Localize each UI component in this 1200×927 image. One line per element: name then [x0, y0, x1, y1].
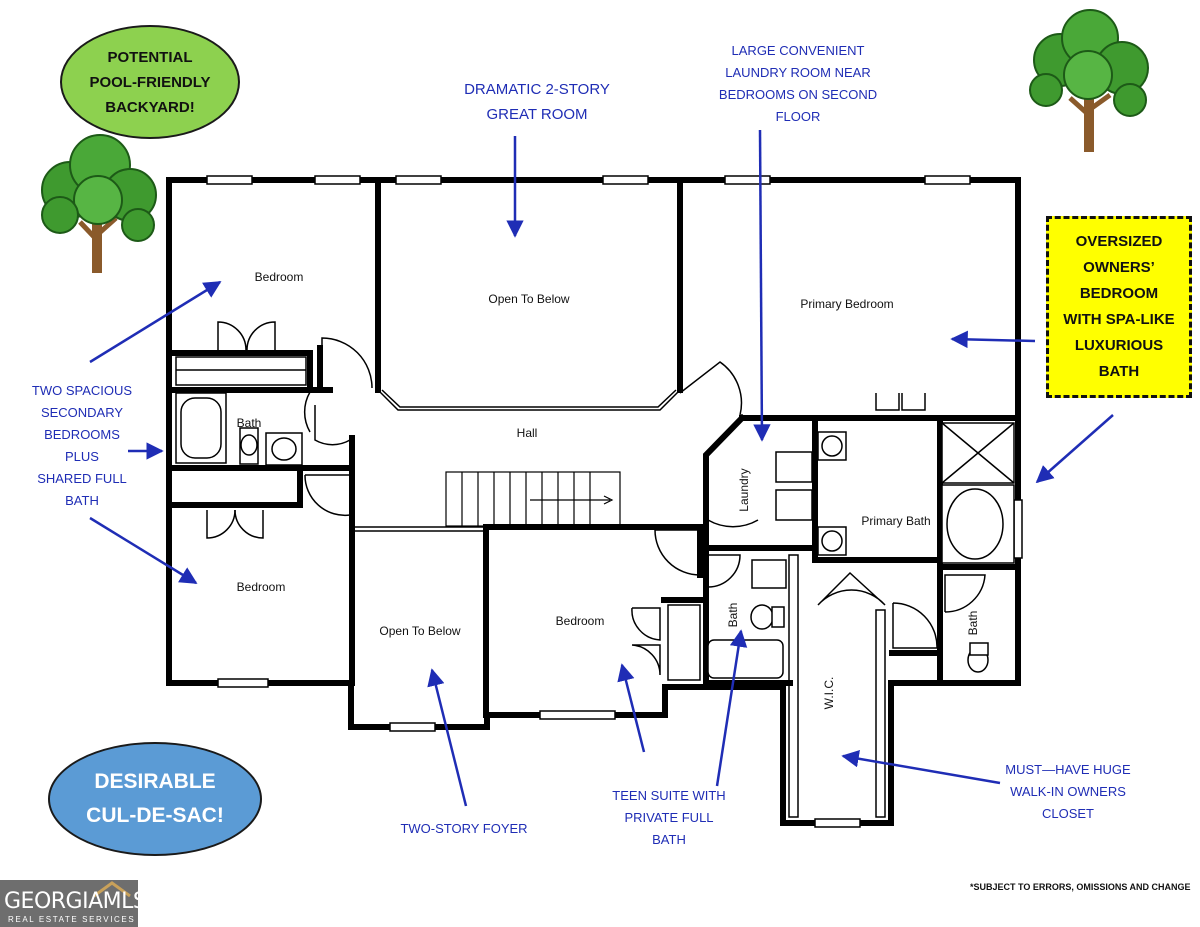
- callout-line: BEDROOMS: [44, 427, 120, 442]
- room-label-bath-primary-wc: Bath: [966, 611, 980, 636]
- owners-feature-line: BEDROOM: [1079, 285, 1159, 302]
- room-label-laundry: Laundry: [737, 468, 751, 511]
- room-label-primary-bedroom: Primary Bedroom: [800, 297, 893, 311]
- callout-secondary-bedrooms: TWO SPACIOUS SECONDARY BEDROOMS PLUS SHA…: [20, 380, 144, 512]
- pool-badge-line: POOL-FRIENDLY: [89, 73, 211, 91]
- callout-line: GREAT ROOM: [486, 106, 588, 123]
- room-label-bedroom-sw: Bedroom: [237, 580, 286, 594]
- roof-icon: [93, 881, 131, 897]
- arrow-owners-bath: [1035, 414, 1114, 484]
- arrow-teen-bath: [715, 629, 748, 787]
- railings: [175, 356, 886, 818]
- pool-badge-line: BACKYARD!: [105, 98, 195, 116]
- callout-line: TWO-STORY FOYER: [400, 821, 528, 836]
- culdesac-badge-line: DESIRABLE: [94, 770, 216, 793]
- logo-brand: GEORGIAMLS: [4, 889, 147, 914]
- callout-great-room: DRAMATIC 2-STORY GREAT ROOM: [437, 77, 637, 127]
- owners-feature-line: OVERSIZED: [1075, 233, 1163, 250]
- owners-feature-box: OVERSIZED OWNERS’ BEDROOM WITH SPA-LIKE …: [1046, 216, 1192, 398]
- owners-feature-line: OWNERS’: [1083, 259, 1155, 276]
- culdesac-badge-line: CUL-DE-SAC!: [86, 804, 224, 827]
- pool-badge-line: POTENTIAL: [107, 48, 193, 66]
- callout-line: SHARED FULL: [37, 471, 127, 486]
- arrow-closet: [841, 750, 1001, 785]
- culdesac-badge: DESIRABLE CUL-DE-SAC!: [48, 742, 262, 856]
- disclaimer: *SUBJECT TO ERRORS, OMISSIONS AND CHANGE: [970, 882, 1191, 892]
- callout-line: BATH: [65, 493, 99, 508]
- callout-line: PRIVATE FULL: [624, 810, 714, 825]
- callout-line: LAUNDRY ROOM NEAR: [725, 65, 871, 80]
- callout-laundry: LARGE CONVENIENT LAUNDRY ROOM NEAR BEDRO…: [700, 40, 896, 128]
- walls: [166, 177, 1021, 826]
- room-label-bath-teen: Bath: [726, 603, 740, 628]
- room-label-open-below-top: Open To Below: [488, 292, 569, 306]
- staircase: [445, 471, 621, 527]
- arrow-teen-bedroom: [617, 663, 646, 753]
- arrow-bedroom-nw: [89, 280, 222, 364]
- callout-line: BATH: [652, 832, 686, 847]
- pool-badge: POTENTIAL POOL-FRIENDLY BACKYARD!: [60, 25, 240, 139]
- fixtures: [175, 392, 1015, 679]
- callout-line: WALK-IN OWNERS: [1010, 784, 1126, 799]
- room-label-hall: Hall: [517, 426, 538, 440]
- owners-feature-line: LUXURIOUS: [1074, 337, 1164, 354]
- room-label-primary-bath: Primary Bath: [861, 514, 930, 528]
- tree-left-icon: [41, 134, 157, 273]
- callout-line: SECONDARY: [40, 405, 124, 420]
- callout-arrows: [89, 129, 1114, 807]
- arrow-foyer: [427, 668, 468, 807]
- room-label-open-below-foyer: Open To Below: [379, 624, 460, 638]
- owners-feature-line: BATH: [1098, 363, 1140, 380]
- arrow-laundry: [753, 129, 771, 442]
- tree-right-icon: [1029, 9, 1149, 152]
- callout-foyer: TWO-STORY FOYER: [384, 818, 544, 840]
- room-label-bedroom-teen: Bedroom: [556, 614, 605, 628]
- windows: [206, 175, 1023, 828]
- callout-walk-in-closet: MUST—HAVE HUGE WALK-IN OWNERS CLOSET: [990, 759, 1146, 825]
- owners-feature-line: WITH SPA-LIKE: [1063, 311, 1175, 328]
- callout-teen-suite: TEEN SUITE WITH PRIVATE FULL BATH: [594, 785, 744, 851]
- georgia-mls-logo: GEORGIAMLS REAL ESTATE SERVICES: [0, 880, 147, 927]
- arrow-bedroom-sw: [89, 516, 198, 585]
- doors: [206, 321, 986, 676]
- room-label-bedroom-nw: Bedroom: [255, 270, 304, 284]
- callout-line: PLUS: [65, 449, 99, 464]
- room-label-bath-shared: Bath: [237, 416, 262, 430]
- callout-line: TEEN SUITE WITH: [612, 788, 726, 803]
- callout-line: FLOOR: [775, 109, 821, 124]
- room-label-wic: W.I.C.: [822, 677, 836, 710]
- callout-line: DRAMATIC 2-STORY: [464, 81, 610, 98]
- arrow-owners-bedroom: [950, 330, 1036, 349]
- callout-line: LARGE CONVENIENT: [731, 43, 865, 58]
- callout-line: MUST—HAVE HUGE: [1005, 762, 1131, 777]
- callout-line: BEDROOMS ON SECOND: [718, 87, 878, 102]
- callout-line: CLOSET: [1041, 806, 1094, 821]
- logo-subtitle: REAL ESTATE SERVICES: [8, 915, 136, 924]
- callout-line: TWO SPACIOUS: [31, 383, 133, 398]
